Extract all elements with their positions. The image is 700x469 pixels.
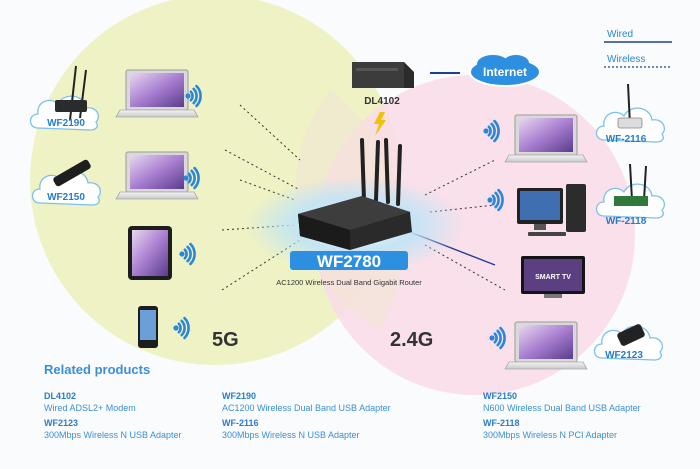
cloud-label-wf-2116: WF-2116 bbox=[606, 134, 647, 145]
related-item: DL4102 Wired ADSL2+ Modem bbox=[44, 390, 136, 414]
related-item-code: WF-2118 bbox=[483, 418, 520, 428]
cloud-label-wf2123: WF2123 bbox=[605, 350, 643, 361]
router-model-badge bbox=[290, 251, 408, 270]
cloud-label-wf2190: WF2190 bbox=[47, 118, 85, 129]
laptop-5g-1 bbox=[115, 69, 199, 118]
band-24g-label: 2.4G bbox=[390, 329, 433, 351]
cloud-label-wf-2118: WF-2118 bbox=[606, 216, 647, 227]
cloud-wf2190: WF2190 bbox=[29, 65, 100, 131]
internet-label: Internet bbox=[483, 65, 527, 79]
cloud-label-wf2150: WF2150 bbox=[47, 192, 85, 203]
smart-tv-device: SMART TV bbox=[521, 256, 585, 298]
phone-device bbox=[138, 306, 158, 348]
related-item: WF-2116 300Mbps Wireless N USB Adapter bbox=[222, 417, 360, 441]
modem-label: DL4102 bbox=[364, 96, 400, 107]
cloud-wf2123: WF2123 bbox=[593, 324, 664, 361]
related-item: WF2150 N600 Wireless Dual Band USB Adapt… bbox=[483, 390, 641, 414]
related-item-desc: Wired ADSL2+ Modem bbox=[44, 403, 136, 413]
related-item-desc: AC1200 Wireless Dual Band USB Adapter bbox=[222, 403, 391, 413]
legend: Wired Wireless bbox=[604, 29, 672, 68]
related-item-code: WF2190 bbox=[222, 391, 257, 401]
cloud-wf-2116: WF-2116 bbox=[595, 83, 666, 145]
internet-cloud: Internet bbox=[469, 55, 541, 87]
modem-device: DL4102 bbox=[352, 62, 414, 107]
related-item-code: DL4102 bbox=[44, 391, 77, 401]
legend-wired-label: Wired bbox=[607, 29, 633, 40]
related-item-desc: 300Mbps Wireless N USB Adapter bbox=[44, 430, 182, 440]
router-device bbox=[298, 138, 412, 250]
band-5g-label: 5G bbox=[212, 329, 239, 351]
legend-wireless-label: Wireless bbox=[607, 54, 645, 65]
cloud-wf-2118: WF-2118 bbox=[595, 163, 666, 227]
related-item: WF2123 300Mbps Wireless N USB Adapter bbox=[44, 417, 182, 441]
router-model-label: WF2780 bbox=[317, 252, 381, 271]
related-item: WF2190 AC1200 Wireless Dual Band USB Ada… bbox=[222, 390, 391, 414]
related-item: WF-2118 300Mbps Wireless N PCI Adapter bbox=[483, 417, 617, 441]
related-item-desc: N600 Wireless Dual Band USB Adapter bbox=[483, 403, 641, 413]
lightning-icon bbox=[374, 112, 386, 136]
tablet-device bbox=[128, 226, 172, 280]
related-item-desc: 300Mbps Wireless N USB Adapter bbox=[222, 430, 360, 440]
desktop-pc-device bbox=[517, 184, 586, 236]
laptop-24g-1 bbox=[504, 114, 588, 163]
related-item-code: WF-2116 bbox=[222, 418, 259, 428]
related-item-desc: 300Mbps Wireless N PCI Adapter bbox=[483, 430, 618, 440]
smart-tv-label: SMART TV bbox=[535, 274, 571, 281]
router-subtitle: AC1200 Wireless Dual Band Gigabit Router bbox=[276, 278, 422, 287]
5g-zone bbox=[30, 0, 400, 365]
related-item-code: WF2150 bbox=[483, 391, 518, 401]
related-products-title: Related products bbox=[44, 362, 151, 377]
related-item-code: WF2123 bbox=[44, 418, 79, 428]
laptop-24g-2 bbox=[504, 321, 588, 370]
cloud-wf2150: WF2150 bbox=[31, 159, 102, 206]
